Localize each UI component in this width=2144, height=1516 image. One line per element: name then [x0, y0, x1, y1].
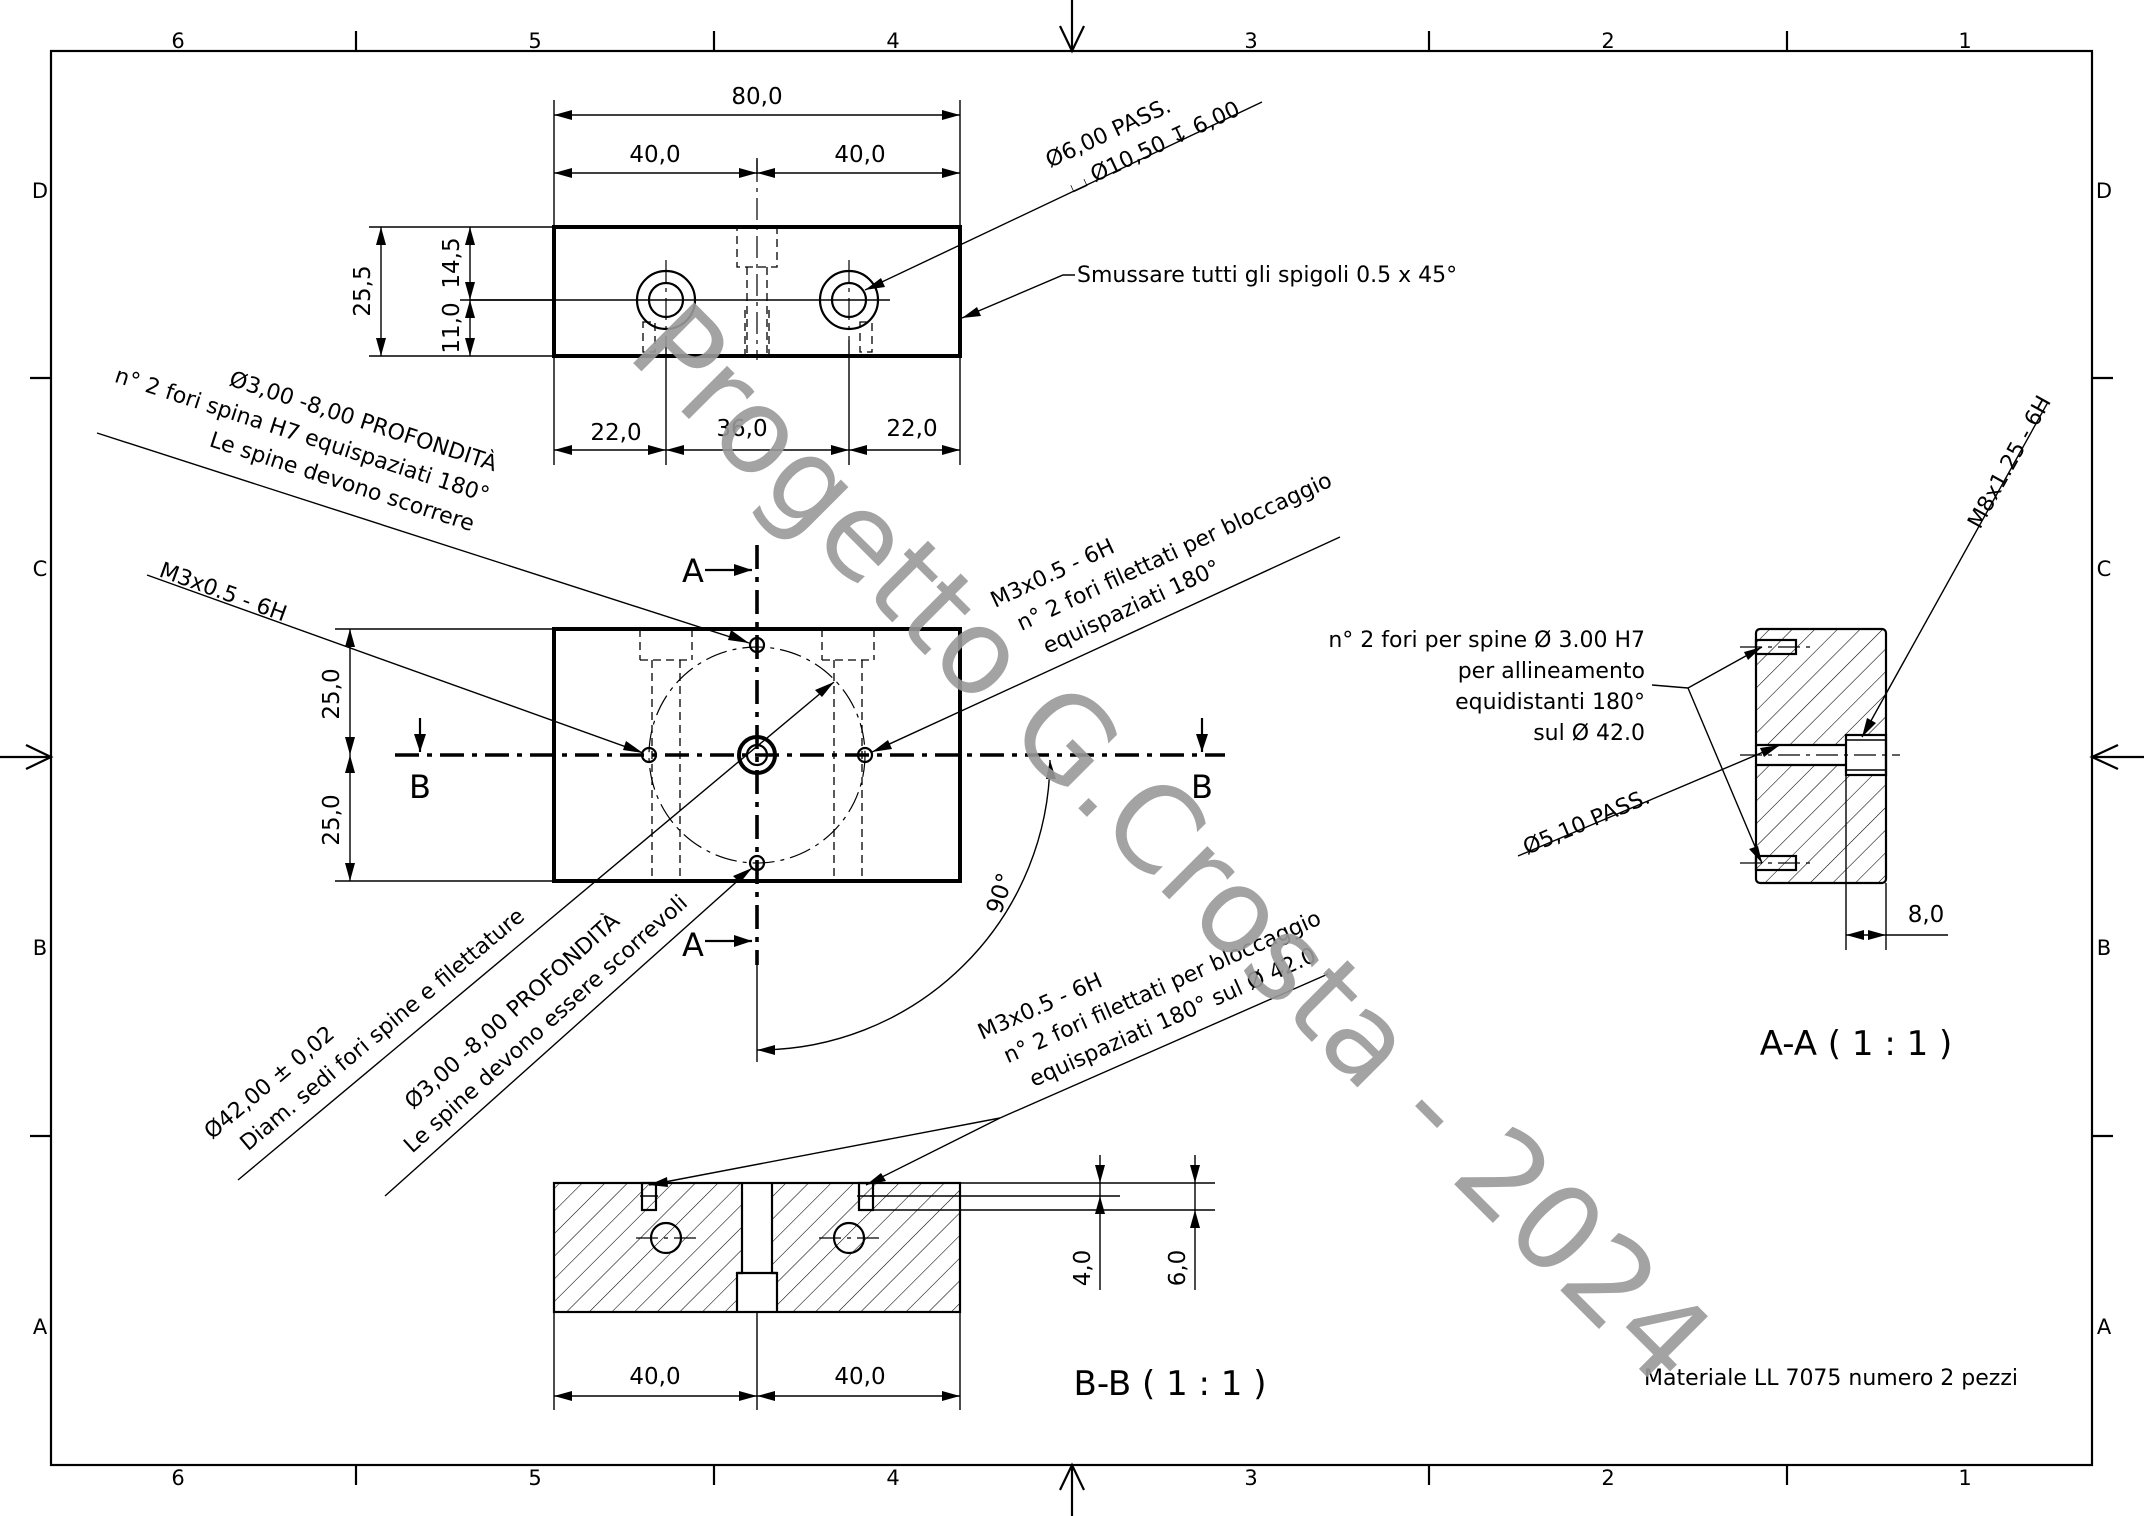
- grid-col-bottom-4: 3: [1244, 1466, 1257, 1490]
- section-aa-note-pins-line4: sul Ø 42.0: [1533, 721, 1645, 746]
- section-aa: n° 2 fori per spine Ø 3.00 H7 per alline…: [1328, 392, 2056, 1064]
- section-bb-dim-depth-a: 4,0: [1070, 1250, 1096, 1287]
- note-pin-slide-line2: Le spine devono essere scorrevoli: [399, 891, 692, 1159]
- section-bb-title: B-B ( 1 : 1 ): [1074, 1364, 1267, 1404]
- top-view: 80,0 40,0 40,0 25,5 14,5 11,0 22,0 36,0 …: [350, 84, 1457, 465]
- dim-half-left: 40,0: [629, 142, 680, 168]
- grid-col-bottom-3: 4: [886, 1466, 899, 1490]
- dim-right-offset: 22,0: [886, 416, 937, 442]
- grid-row-left-4: A: [33, 1315, 48, 1339]
- section-aa-note-pins-line2: per allineamento: [1458, 659, 1645, 684]
- dim-upper: 14,5: [439, 237, 465, 288]
- section-label-b-left: B: [409, 768, 431, 806]
- grid-col-bottom-6: 1: [1958, 1466, 1971, 1490]
- grid-row-left-3: B: [33, 936, 47, 960]
- dim-angle: 90°: [982, 870, 1019, 917]
- grid-col-top-1: 6: [171, 29, 184, 53]
- section-label-b-right: B: [1191, 768, 1213, 806]
- section-aa-dim-depth: 8,0: [1908, 902, 1945, 928]
- grid-col-bottom-1: 6: [171, 1466, 184, 1490]
- grid-col-top-3: 4: [886, 29, 899, 53]
- dim-upper-half: 25,0: [319, 668, 345, 719]
- dim-center-span: 36,0: [716, 416, 767, 442]
- grid-row-left-2: C: [33, 557, 48, 581]
- note-m3-right-line2: n° 2 fori filettati per bloccaggio: [1013, 468, 1336, 636]
- grid-col-top-5: 2: [1601, 29, 1614, 53]
- grid-row-right-4: A: [2097, 1315, 2112, 1339]
- chamfer-note: Smussare tutti gli spigoli 0.5 x 45°: [1077, 263, 1457, 288]
- section-aa-note-through: Ø5,10 PASS.: [1520, 785, 1654, 861]
- grid-row-right-1: D: [2096, 179, 2112, 203]
- grid-col-top-2: 5: [528, 29, 541, 53]
- section-aa-title: A-A ( 1 : 1 ): [1760, 1024, 1953, 1064]
- section-aa-note-pins-line3: equidistanti 180°: [1455, 690, 1645, 715]
- dim-lower: 11,0: [439, 302, 465, 353]
- grid-row-right-3: B: [2097, 936, 2111, 960]
- note-m3-left: M3x0.5 - 6H: [156, 558, 290, 627]
- section-label-a-bottom: A: [682, 926, 704, 964]
- grid-row-right-2: C: [2097, 557, 2112, 581]
- dim-lower-half: 25,0: [319, 794, 345, 845]
- dim-height: 25,5: [350, 265, 376, 316]
- grid-col-bottom-2: 5: [528, 1466, 541, 1490]
- section-label-a-top: A: [682, 552, 704, 590]
- section-bb-dim-left: 40,0: [629, 1364, 680, 1390]
- dim-left-offset: 22,0: [590, 420, 641, 446]
- grid-col-top-4: 3: [1244, 29, 1257, 53]
- dim-overall-width: 80,0: [731, 84, 782, 110]
- dim-half-right: 40,0: [834, 142, 885, 168]
- section-aa-note-thread: M8x1.25 - 6H: [1963, 392, 2056, 533]
- section-bb-dim-right: 40,0: [834, 1364, 885, 1390]
- grid-col-bottom-5: 2: [1601, 1466, 1614, 1490]
- grid-row-left-1: D: [32, 179, 48, 203]
- section-bb-dim-depth-b: 6,0: [1165, 1250, 1191, 1287]
- grid-col-top-6: 1: [1958, 29, 1971, 53]
- material-note: Materiale LL 7075 numero 2 pezzi: [1644, 1366, 2018, 1391]
- section-aa-note-pins-line1: n° 2 fori per spine Ø 3.00 H7: [1328, 628, 1645, 653]
